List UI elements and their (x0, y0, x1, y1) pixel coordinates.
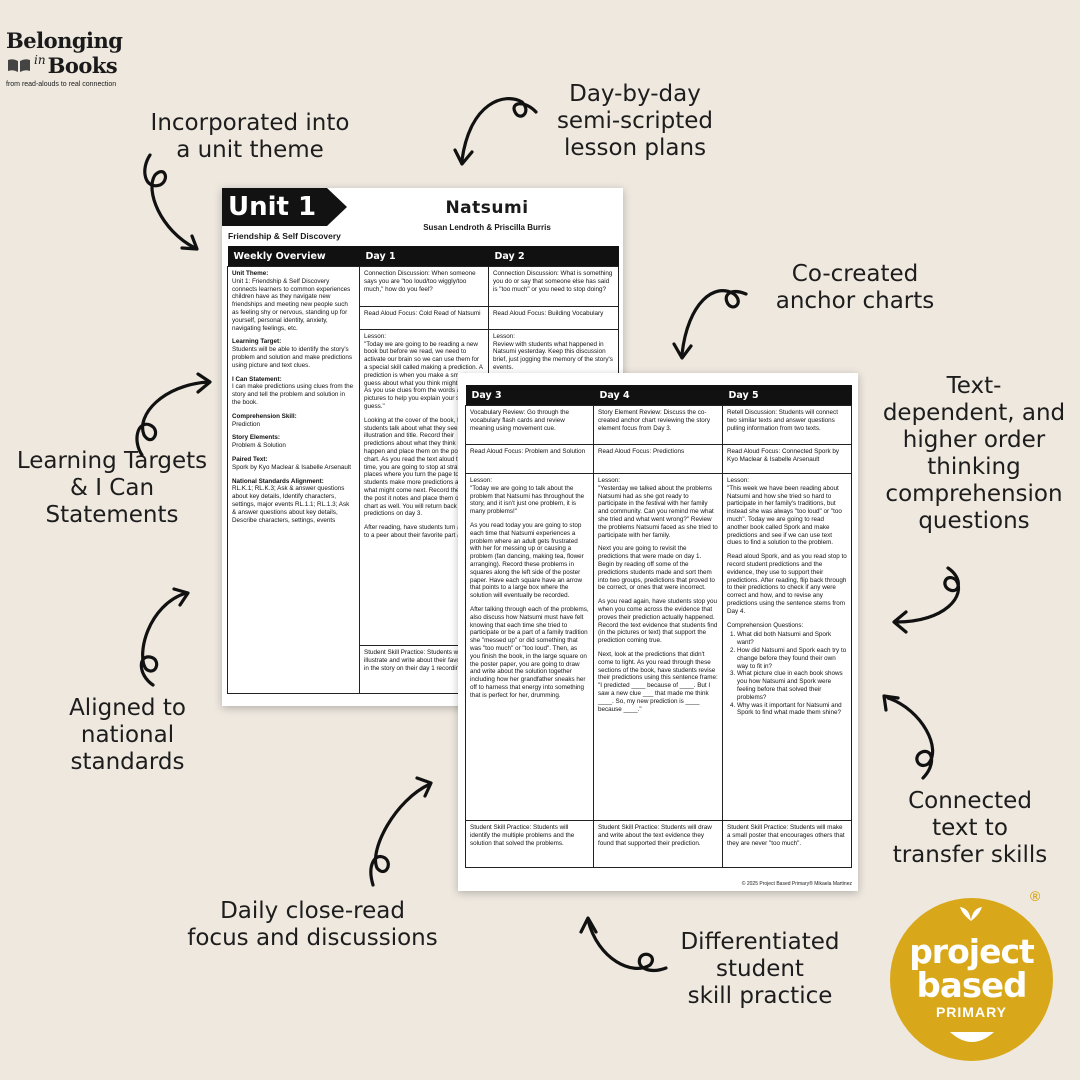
leaf-sprout-icon (960, 907, 982, 921)
day5-focus-cell: Read Aloud Focus: Connected Spork by Kyo… (722, 444, 852, 474)
project-based-primary-logo: project based PRIMARY (890, 898, 1053, 1061)
arrow-skill-practice (579, 916, 668, 972)
day4-focus-cell: Read Aloud Focus: Predictions (593, 444, 723, 474)
badge-word-primary: PRIMARY (935, 1004, 1008, 1020)
day3-review-cell: Vocabulary Review: Go through the vocabu… (465, 405, 594, 445)
day4-practice-cell: Student Skill Practice: Students will dr… (593, 820, 723, 868)
logo-tagline: from read-alouds to real connection (6, 81, 117, 88)
header-day-1: Day 1 (359, 246, 489, 267)
badge-word-project: project (909, 932, 1035, 971)
arrow-learning-targets (135, 372, 212, 457)
header-day-4: Day 4 (593, 385, 723, 406)
weekly-overview-cell: Unit Theme:Unit 1: Friendship & Self Dis… (227, 266, 360, 694)
book-title: Natsumi (445, 198, 529, 218)
belonging-in-books-logo: Belonging in Books from read-alouds to r… (6, 28, 156, 89)
day2-discussion-cell: Connection Discussion: What is something… (488, 266, 619, 307)
header-day-5: Day 5 (722, 385, 852, 406)
day3-lesson-cell: Lesson:"Today we are going to talk about… (465, 473, 594, 821)
unit-theme-label: Friendship & Self Discovery (228, 231, 341, 241)
day1-focus-cell: Read Aloud Focus: Cold Read of Natsumi (359, 305, 489, 330)
day4-lesson-cell: Lesson:"Yesterday we talked about the pr… (593, 473, 723, 821)
lesson-plan-sheet-days-3-5: Day 3 Day 4 Day 5 Vocabulary Review: Go … (458, 373, 858, 891)
callout-skill-practice: Differentiated student skill practice (680, 929, 840, 1009)
comprehension-questions-list: What did both Natsumi and Spork want? Ho… (727, 631, 847, 717)
registered-mark: ® (1030, 888, 1041, 904)
bowl-shape-icon (950, 1032, 994, 1042)
copyright: © 2025 Project Based Primary® Mikaela Ma… (741, 881, 852, 887)
callout-anchor-charts: Co-created anchor charts (775, 261, 935, 314)
arrow-lesson-plans (453, 97, 538, 166)
header-weekly-overview: Weekly Overview (227, 246, 360, 267)
day5-practice-cell: Student Skill Practice: Students will ma… (722, 820, 852, 868)
arrow-comprehension (892, 566, 961, 634)
arrow-unit-theme (143, 153, 199, 251)
day4-review-cell: Story Element Review: Discuss the co-cre… (593, 405, 723, 445)
arrow-close-read (369, 776, 433, 887)
day3-focus-cell: Read Aloud Focus: Problem and Solution (465, 444, 594, 474)
arrow-connected-text (882, 694, 935, 780)
callout-comprehension: Text- dependent, and higher order thinki… (882, 373, 1066, 534)
callout-lesson-plans: Day-by-day semi-scripted lesson plans (556, 81, 714, 161)
badge-word-based: based (916, 966, 1028, 1006)
header-day-2: Day 2 (488, 246, 619, 267)
open-book-icon (8, 59, 30, 72)
callout-standards: Aligned to national standards (69, 695, 186, 775)
day2-focus-cell: Read Aloud Focus: Building Vocabulary (488, 305, 619, 330)
lesson-table-days-3-5: Day 3 Day 4 Day 5 Vocabulary Review: Go … (465, 385, 852, 868)
day1-discussion-cell: Connection Discussion: When someone says… (359, 266, 489, 307)
unit-banner-arrow (327, 188, 347, 226)
day5-lesson-cell: Lesson:"This week we have been reading a… (722, 473, 852, 821)
day5-review-cell: Retell Discussion: Students will connect… (722, 405, 852, 445)
callout-learning-targets: Learning Targets & I Can Statements (16, 448, 208, 528)
logo-word-books: Books (47, 52, 118, 78)
day3-practice-cell: Student Skill Practice: Students will id… (465, 820, 594, 868)
unit-banner: Unit 1 (222, 188, 327, 226)
book-authors: Susan Lendroth & Priscilla Burris (423, 223, 551, 232)
callout-unit-theme: Incorporated into a unit theme (150, 110, 350, 163)
day1-lesson-cell: Lesson:"Today we are going to be reading… (359, 328, 489, 647)
arrow-anchor-charts (672, 289, 748, 360)
callout-close-read: Daily close-read focus and discussions (187, 898, 438, 951)
logo-word-belonging: Belonging (6, 28, 123, 53)
logo-word-in: in (34, 53, 46, 67)
header-day-3: Day 3 (465, 385, 594, 406)
callout-connected-text: Connected text to transfer skills (892, 788, 1048, 868)
arrow-standards (139, 587, 190, 687)
